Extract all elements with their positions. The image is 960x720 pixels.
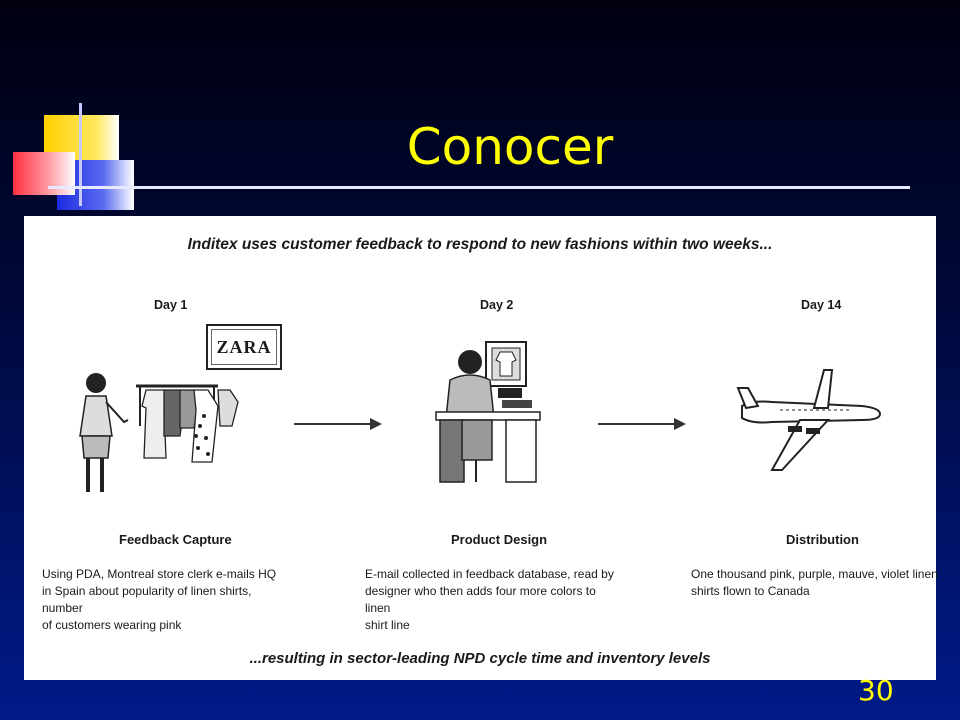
shopper-with-clothes-rack-illustration xyxy=(79,373,239,492)
arrow-right-icon xyxy=(598,418,686,430)
description-line: designer who then adds four more colors … xyxy=(365,584,596,615)
zara-sign: ZARA xyxy=(206,324,282,370)
stage-name-3: Distribution xyxy=(786,532,859,547)
description-line: of customers wearing pink xyxy=(42,618,182,632)
day-label-2: Day 2 xyxy=(480,298,514,312)
day-label-1: Day 1 xyxy=(154,298,188,312)
stage-description-3: One thousand pink, purple, mauve, violet… xyxy=(691,566,941,600)
description-line: shirts flown to Canada xyxy=(691,584,810,598)
description-line: E-mail collected in feedback database, r… xyxy=(365,567,614,581)
stage-name-1: Feedback Capture xyxy=(119,532,232,547)
description-line: One thousand pink, purple, mauve, violet… xyxy=(691,567,938,581)
title-underline xyxy=(48,186,910,189)
arrow-right-icon xyxy=(294,418,382,430)
description-line: in Spain about popularity of linen shirt… xyxy=(42,584,252,615)
description-line: shirt line xyxy=(365,618,410,632)
page-number: 30 xyxy=(858,674,894,707)
diagram-footer: ...resulting in sector-leading NPD cycle… xyxy=(249,650,711,667)
stage-name-2: Product Design xyxy=(451,532,548,547)
airplane-illustration xyxy=(736,369,882,471)
zara-sign-frame xyxy=(211,329,277,365)
description-line: Using PDA, Montreal store clerk e-mails … xyxy=(42,567,277,581)
designer-at-computer-illustration xyxy=(435,341,541,483)
diagram-panel: Inditex uses customer feedback to respon… xyxy=(24,216,938,680)
diagram-heading: Inditex uses customer feedback to respon… xyxy=(187,236,773,253)
day-label-3: Day 14 xyxy=(801,298,842,312)
deco-vertical-line xyxy=(79,103,82,206)
zara-sign-text: ZARA xyxy=(216,336,272,357)
stage-description-1: Using PDA, Montreal store clerk e-mails … xyxy=(42,566,292,634)
slide-title: Conocer xyxy=(406,118,614,176)
stage-description-2: E-mail collected in feedback database, r… xyxy=(365,566,615,634)
